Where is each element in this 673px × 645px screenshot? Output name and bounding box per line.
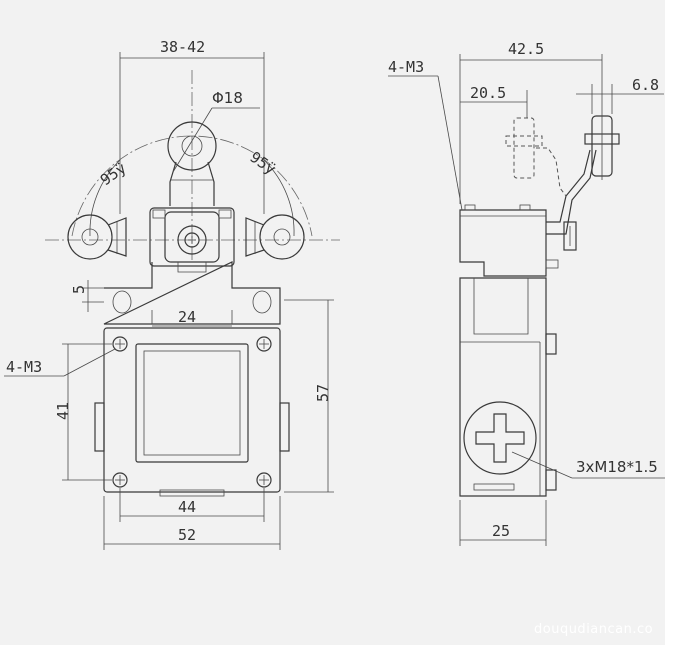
screw-tr [256,336,272,352]
roller-arm [169,161,215,206]
dim-25-label: 25 [492,522,510,540]
dim-4-m3-side-label: 4-M3 [388,58,424,76]
side-body [459,277,557,497]
dim-20-5-label: 20.5 [470,84,506,102]
side-view: 42.5 4-M3 20.5 6.8 3xM18*1.5 [388,40,666,546]
dim-3xm18-label: 3xM18*1.5 [576,458,658,476]
roller-right [245,214,305,260]
inner-arc-left [89,159,121,237]
side-roller [584,112,620,180]
dim-height-57: 57 [284,299,334,493]
dim-5-label: 5 [70,285,88,294]
dim-roller-diameter: Φ18 [172,89,260,173]
screw-br [256,472,272,488]
right-edge-strip [665,0,673,645]
screw-tl [112,336,128,352]
dim-roller-width: 38-42 [119,38,265,214]
dim-24-label: 24 [178,308,196,326]
center-hub [149,207,235,273]
swing-arc [71,135,313,237]
side-roller-ghost [505,117,567,197]
dim-38-42-label: 38-42 [160,38,205,56]
angle-right-label: 95ÿ [247,148,280,178]
dim-depth: 25 [459,500,547,546]
dim-mount-thread: 4-M3 [4,348,116,377]
roller-top [167,121,217,171]
watermark: douqudiancan.co [534,622,653,637]
switch-body [94,327,290,497]
conduit-port [463,401,537,475]
roller-left [67,214,127,260]
side-head [459,204,559,277]
dim-height-41: 41 [54,343,112,481]
dim-41-label: 41 [54,402,72,420]
dim-57-label: 57 [314,384,332,402]
dim-6-8-label: 6.8 [632,76,659,94]
side-lever [546,149,597,251]
dim-44-label: 44 [178,498,196,516]
dim-4-m3-front-label: 4-M3 [6,358,42,376]
dim-conduit-thread: 3xM18*1.5 [511,451,666,479]
front-view: 38-42 Φ18 95ÿ 95ÿ 5 24 4-M3 [4,38,340,550]
inner-arc-right [263,159,295,237]
dim-52-label: 52 [178,526,196,544]
dim-42-5-label: 42.5 [508,40,544,58]
dim-total-length: 42.5 [459,40,603,204]
dim-roller-width-side: 6.8 [576,76,664,114]
dim-phi18-label: Φ18 [212,89,243,107]
mount-flange [103,261,281,325]
screw-bl [112,472,128,488]
dim-body-width: 52 [103,496,281,550]
dim-slot-24: 24 [152,308,232,327]
dim-thread-top: 4-M3 [388,58,463,211]
dim-slot-5: 5 [70,280,104,312]
dim-offset: 20.5 [460,84,528,118]
dim-hole-spacing: 44 [119,488,265,522]
